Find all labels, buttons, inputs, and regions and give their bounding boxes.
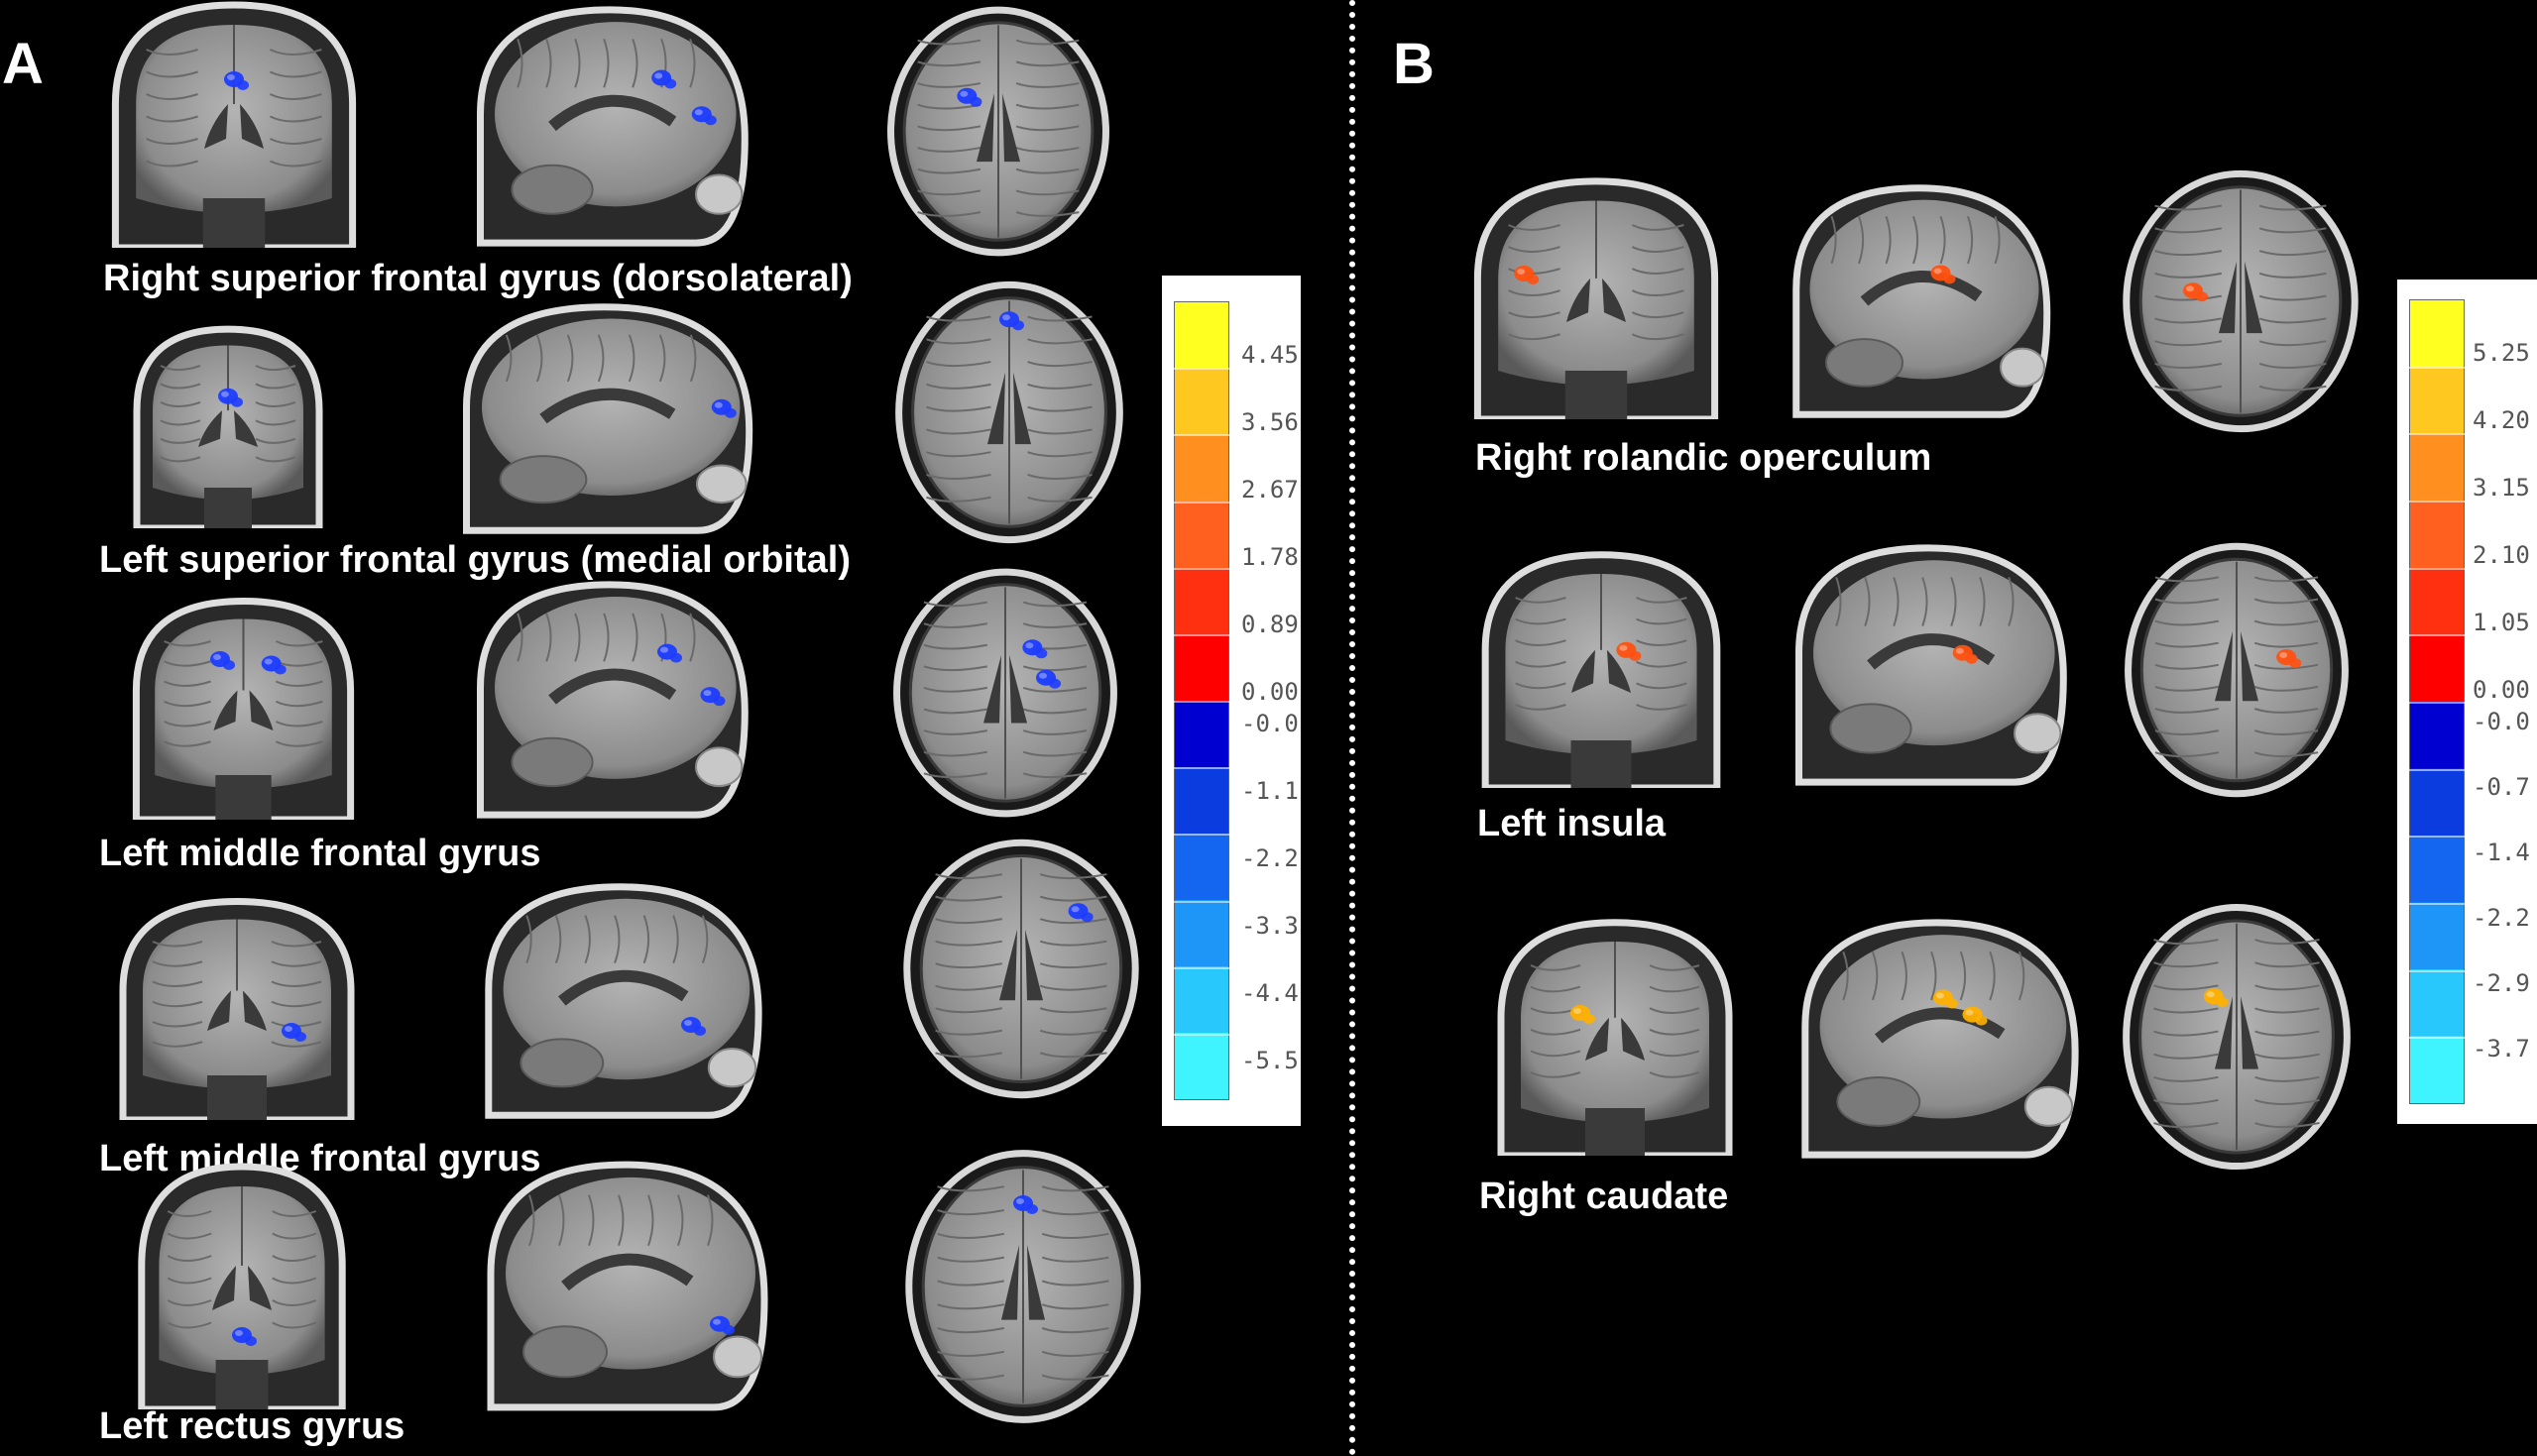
- region-label: Right rolandic operculum: [1475, 437, 1932, 479]
- colorbar-tick: 4.20: [2473, 406, 2530, 434]
- colorbar-tick: -0.0: [1241, 710, 1299, 737]
- region-label: Left insula: [1477, 803, 1667, 844]
- colorbar-tick: 3.15: [2473, 474, 2530, 502]
- region-label: Left middle frontal gyrus: [99, 833, 541, 874]
- colorbar-b: 5.25 4.20 3.15 2.10 1.05 0.00 -0.0 -0.7 …: [2397, 280, 2537, 1124]
- colorbar-segment-divider: [2409, 768, 2465, 771]
- colorbar-tick: -3.3: [1241, 912, 1299, 940]
- colorbar-segment-divider: [2409, 567, 2465, 570]
- colorbar-tick: 3.56: [1241, 408, 1299, 436]
- colorbar-tick: -5.5: [1241, 1047, 1299, 1074]
- coronal-brain-slice: [119, 897, 355, 1120]
- coronal-brain-slice: [138, 1163, 346, 1409]
- colorbar-segment-divider: [1174, 501, 1229, 504]
- colorbar-segment-divider: [2409, 634, 2465, 637]
- coronal-brain-slice: [1497, 919, 1733, 1156]
- colorbar-tick: -0.0: [2473, 708, 2530, 735]
- colorbar-segment-divider: [1174, 900, 1229, 903]
- colorbar-segment-divider: [1174, 767, 1229, 770]
- sagittal-brain-slice: [463, 303, 753, 534]
- coronal-brain-slice: [1473, 177, 1719, 419]
- sagittal-brain-slice: [487, 1161, 768, 1411]
- sagittal-brain-slice: [477, 581, 749, 819]
- colorbar-tick: 0.00: [1241, 678, 1299, 706]
- colorbar-tick: -2.2: [1241, 844, 1299, 872]
- sagittal-brain-slice: [485, 883, 762, 1119]
- colorbar-segment-divider: [1174, 1033, 1229, 1036]
- colorbar-tick: 2.67: [1241, 476, 1299, 504]
- coronal-brain-slice: [132, 597, 355, 820]
- region-label: Right superior frontal gyrus (dorsolater…: [103, 258, 853, 299]
- region-label: Left middle frontal gyrus: [99, 1138, 541, 1179]
- colorbar-segment-divider: [2409, 969, 2465, 972]
- colorbar-segment-divider: [2409, 903, 2465, 905]
- colorbar-tick: 2.10: [2473, 541, 2530, 569]
- coronal-brain-slice: [133, 325, 323, 528]
- colorbar-segment-divider: [1174, 368, 1229, 371]
- colorbar-tick: 1.05: [2473, 609, 2530, 636]
- colorbar-tick: 4.45: [1241, 341, 1299, 369]
- colorbar-tick: 1.78: [1241, 543, 1299, 571]
- coronal-brain-slice: [1481, 551, 1721, 788]
- colorbar-tick: -2.9: [2473, 969, 2530, 997]
- colorbar-segment-divider: [1174, 834, 1229, 837]
- colorbar-segment-divider: [1174, 966, 1229, 969]
- colorbar-segment-divider: [1174, 434, 1229, 437]
- sagittal-brain-slice: [1795, 544, 2067, 786]
- colorbar-segment-divider: [2409, 366, 2465, 369]
- axial-brain-slice: [2123, 169, 2359, 433]
- colorbar-segment-divider: [1174, 633, 1229, 636]
- colorbar-segment-divider: [2409, 501, 2465, 503]
- axial-brain-slice: [2125, 542, 2349, 798]
- colorbar-tick: -3.7: [2473, 1035, 2530, 1063]
- panel-divider: [1349, 0, 1355, 1456]
- colorbar-segment-divider: [2409, 1037, 2465, 1040]
- colorbar-tick: 0.89: [1241, 611, 1299, 638]
- colorbar-segment-divider: [2409, 702, 2465, 704]
- panel-a-letter: A: [2, 32, 44, 96]
- colorbar-segment-divider: [2409, 433, 2465, 436]
- colorbar-tick: -2.2: [2473, 904, 2530, 932]
- colorbar-segment-divider: [1174, 567, 1229, 570]
- sagittal-brain-slice: [1792, 184, 2051, 418]
- sagittal-brain-slice: [1801, 919, 2079, 1159]
- sagittal-brain-slice: [477, 6, 749, 247]
- axial-brain-slice: [887, 6, 1109, 257]
- coronal-brain-slice: [111, 1, 357, 248]
- colorbar-tick: -1.4: [2473, 839, 2530, 866]
- colorbar-tick: -1.1: [1241, 777, 1299, 805]
- axial-brain-slice: [2123, 903, 2351, 1171]
- colorbar-segment-divider: [1174, 701, 1229, 703]
- region-label: Right caudate: [1479, 1176, 1729, 1217]
- panel-b-letter: B: [1393, 32, 1435, 96]
- colorbar-segment-divider: [2409, 836, 2465, 839]
- colorbar-tick: 5.25: [2473, 339, 2530, 367]
- colorbar-tick: -0.7: [2473, 773, 2530, 801]
- region-label: Left rectus gyrus: [99, 1405, 405, 1447]
- region-label: Left superior frontal gyrus (medial orbi…: [99, 539, 851, 581]
- colorbar-a: 4.45 3.56 2.67 1.78 0.89 0.00 -0.0 -1.1 …: [1162, 276, 1301, 1126]
- colorbar-tick: 0.00: [2473, 676, 2530, 704]
- colorbar-tick: -4.4: [1241, 979, 1299, 1007]
- axial-brain-slice: [893, 568, 1117, 818]
- axial-brain-slice: [903, 839, 1139, 1099]
- axial-brain-slice: [905, 1150, 1141, 1423]
- axial-brain-slice: [895, 280, 1123, 544]
